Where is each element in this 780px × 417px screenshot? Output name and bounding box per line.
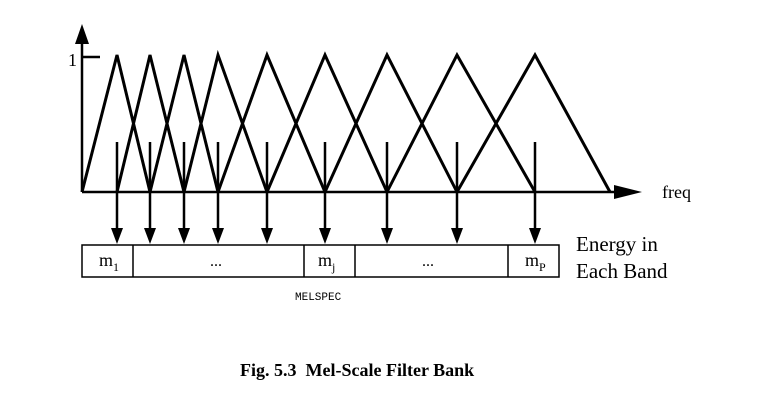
cell-m1-base: m bbox=[99, 250, 113, 270]
band-arrow-head bbox=[451, 228, 463, 244]
band-arrow-head bbox=[144, 228, 156, 244]
cell-ellipsis-1: ... bbox=[210, 253, 222, 270]
triangular-filter bbox=[115, 54, 186, 193]
cell-mj: mj bbox=[318, 250, 335, 274]
triangular-filter bbox=[182, 49, 269, 193]
triangular-filters bbox=[80, 49, 612, 193]
cell-m1: m1 bbox=[99, 250, 119, 274]
triangular-filter bbox=[80, 54, 152, 193]
band-arrow-head bbox=[529, 228, 541, 244]
band-energy-arrows bbox=[111, 142, 541, 244]
band-arrow-head bbox=[319, 228, 331, 244]
figure-caption: Fig. 5.3 Mel-Scale Filter Bank bbox=[240, 360, 474, 380]
band-arrow-head bbox=[111, 228, 123, 244]
cell-mj-subscript: j bbox=[331, 260, 335, 274]
cell-ellipsis-2: ... bbox=[422, 253, 434, 270]
band-energy-box bbox=[81, 244, 560, 278]
cell-mP-subscript: P bbox=[539, 260, 546, 274]
cell-mP-base: m bbox=[525, 250, 539, 270]
x-axis-label: freq bbox=[662, 182, 691, 202]
energy-label-line1: Energy in bbox=[576, 232, 658, 256]
band-arrow-head bbox=[178, 228, 190, 244]
cell-mj-base: m bbox=[318, 250, 332, 270]
triangular-filter bbox=[385, 51, 537, 193]
y-axis-arrowhead bbox=[75, 24, 89, 44]
triangular-filter bbox=[148, 54, 220, 193]
band-arrow-head bbox=[212, 228, 224, 244]
triangular-filter bbox=[455, 51, 612, 193]
output-label: MELSPEC bbox=[295, 292, 342, 304]
triangular-filter bbox=[323, 51, 459, 193]
band-arrow-head bbox=[261, 228, 273, 244]
triangular-filter bbox=[265, 51, 389, 193]
y-axis-tick-label: 1 bbox=[68, 50, 77, 70]
cell-mP: mP bbox=[525, 250, 546, 274]
x-axis-arrowhead bbox=[614, 185, 642, 199]
band-arrow-head bbox=[381, 228, 393, 244]
cell-m1-subscript: 1 bbox=[113, 260, 119, 274]
triangular-filter bbox=[216, 50, 327, 193]
energy-label-line2: Each Band bbox=[576, 259, 668, 283]
